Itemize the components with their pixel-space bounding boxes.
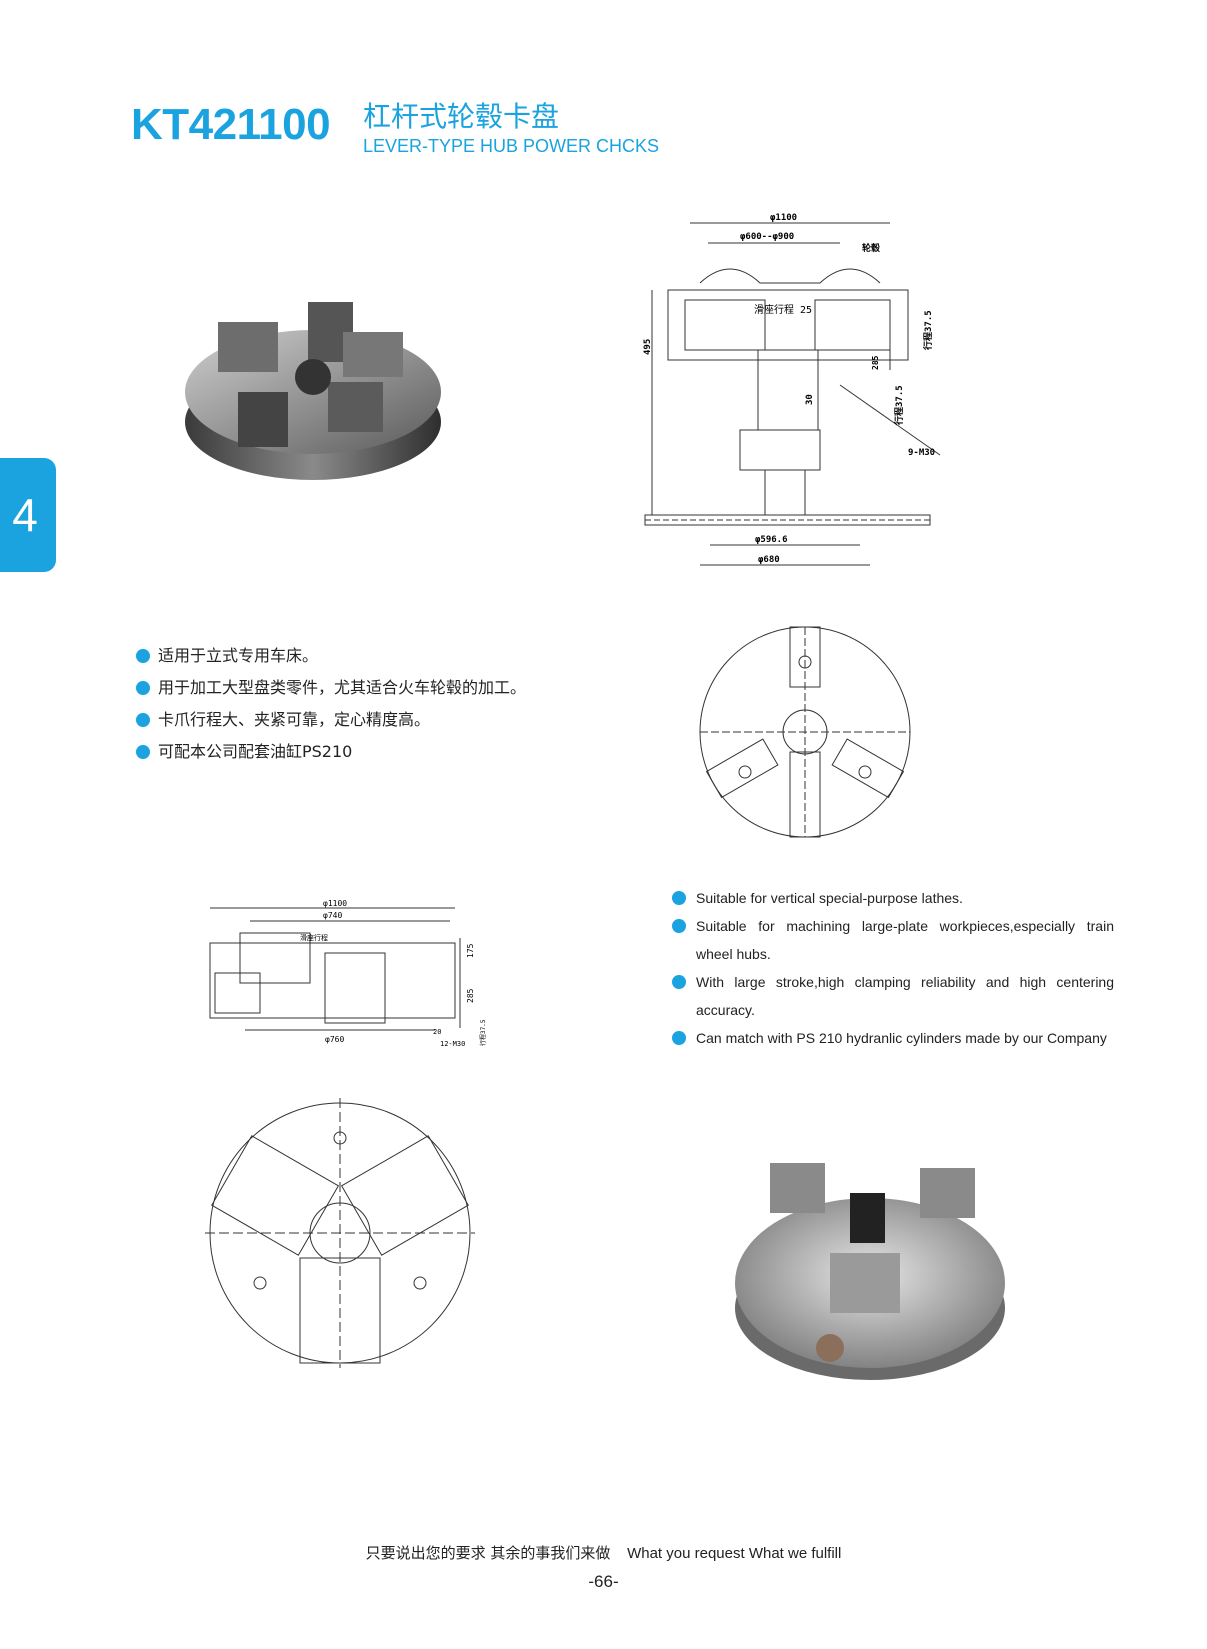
label-slide-b: 滑座行程 (300, 933, 328, 942)
dim-d680: φ680 (758, 555, 780, 565)
chuck-photo-bottom (735, 1163, 1005, 1380)
dim-h175: 175 (466, 943, 475, 958)
feature-list-cn: 适用于立式专用车床。 用于加工大型盘类零件，尤其适合火车轮毂的加工。 卡爪行程大… (136, 640, 526, 768)
feature-cn-item: 可配本公司配套油缸PS210 (136, 736, 526, 768)
dim-d600-900: φ600--φ900 (740, 232, 794, 242)
feature-en-item: Suitable for machining large-plate workp… (672, 912, 1114, 968)
dim-h285: 285 (871, 355, 880, 370)
dim-d1100-b: φ1100 (323, 899, 347, 908)
bullet-icon (672, 975, 686, 989)
label-slide-stroke: 滑座行程 25 (754, 303, 812, 316)
dim-d740: φ740 (323, 911, 342, 920)
feature-cn-item: 适用于立式专用车床。 (136, 640, 526, 672)
bullet-icon (672, 891, 686, 905)
dim-d760: φ760 (325, 1035, 344, 1044)
feature-en-item: With large stroke,high clamping reliabil… (672, 968, 1114, 1024)
page-number: -66- (588, 1572, 619, 1591)
label-m30: 9-M30 (908, 448, 935, 458)
model-number: KT421100 (131, 100, 331, 149)
label-stroke-2: 行程37.5 (893, 385, 905, 426)
dim-h495: 495 (643, 339, 653, 355)
label-stroke-b: 行程37.5 (479, 1019, 487, 1046)
dim-h30: 30 (805, 394, 815, 405)
bullet-icon (672, 1031, 686, 1045)
feature-en-item: Can match with PS 210 hydranlic cylinder… (672, 1024, 1114, 1052)
dim-h285-b: 285 (466, 988, 475, 1003)
bullet-icon (672, 919, 686, 933)
dim-20: 20 (433, 1028, 441, 1036)
footer-slogan: 只要说出您的要求 其余的事我们来做 What you request What … (365, 1544, 842, 1562)
feature-cn-item: 用于加工大型盘类零件，尤其适合火车轮毂的加工。 (136, 672, 526, 704)
feature-en-item: Suitable for vertical special-purpose la… (672, 884, 1114, 912)
label-m30-b: 12-M30 (440, 1040, 465, 1048)
section-number: 4 (12, 489, 38, 541)
label-stroke-1: 行程37.5 (922, 310, 934, 351)
title-english: LEVER-TYPE HUB POWER CHCKS (363, 136, 660, 156)
feature-cn-item: 卡爪行程大、夹紧可靠，定心精度高。 (136, 704, 526, 736)
feature-list-en: Suitable for vertical special-purpose la… (672, 884, 1114, 1052)
bullet-icon (136, 681, 150, 695)
chuck-photo-top (185, 302, 441, 480)
title-chinese: 杠杆式轮毂卡盘 (363, 100, 560, 133)
side-section-drawing: φ1100 φ600--φ900 轮毂 滑座行程 25 495 285 30 行… (643, 213, 941, 566)
bullet-icon (136, 713, 150, 727)
side-drawing-2: φ1100 φ740 滑座行程 φ760 175 285 12-M30 20 行… (209, 899, 487, 1048)
section-tab: 4 (0, 458, 56, 572)
top-view-drawing (699, 626, 911, 838)
bullet-icon (136, 649, 150, 663)
top-view-drawing-large (205, 1098, 475, 1368)
label-hub: 轮毂 (862, 242, 880, 254)
dim-d1100: φ1100 (770, 213, 797, 223)
dim-d596: φ596.6 (755, 535, 788, 545)
bullet-icon (136, 745, 150, 759)
